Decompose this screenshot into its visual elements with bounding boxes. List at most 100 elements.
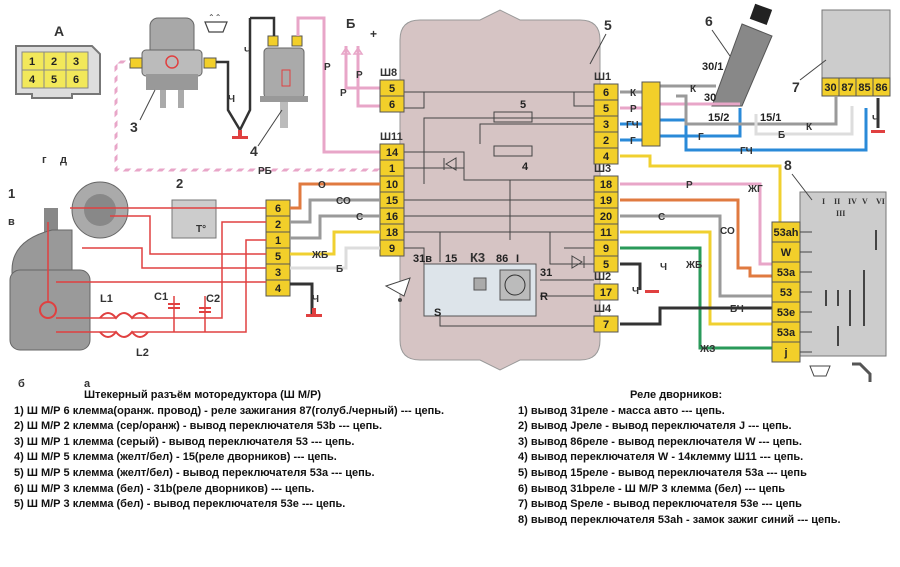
- switch8-pin-label: 53ah: [773, 227, 798, 239]
- block-pin-label: 9: [603, 243, 609, 255]
- lever-icon: [852, 362, 872, 382]
- motor-connector-pin-label: 3: [275, 267, 281, 279]
- switch8-pin-label: 53a: [777, 327, 796, 339]
- windshield-washer-icon: ⌃⌃: [204, 13, 228, 33]
- connector-block-sh4: Ш47: [593, 303, 619, 333]
- relay-pin-label: 15: [445, 253, 457, 265]
- wire-label: ЖБ: [311, 250, 328, 261]
- notes-right-title: Реле дворников:: [630, 389, 723, 401]
- wire-label: Р: [686, 180, 693, 191]
- relay-pin-label: 31: [540, 267, 552, 279]
- block-pin: [593, 147, 619, 165]
- wire-label: СО: [720, 226, 735, 237]
- wire-label: Ч: [632, 286, 639, 297]
- block-pin-label: 3: [603, 119, 609, 131]
- thermal-switch-label: 2: [176, 176, 183, 191]
- wire-label: Б: [778, 130, 785, 141]
- ignition-pin-label: 30/1: [702, 61, 723, 73]
- relay-name: К3: [470, 250, 485, 265]
- wire-label: К: [806, 122, 813, 133]
- block-pin-label: 16: [386, 211, 398, 223]
- note-item: 5) Ш М/Р 5 клемма (желт/бел) - вывод пер…: [14, 466, 375, 479]
- inductor-label: L2: [136, 347, 149, 359]
- note-item: 7) вывод Sреле - вывод переключателя 53е…: [518, 498, 802, 511]
- block-pin-label: 2: [603, 135, 609, 147]
- block-pin-label: 19: [600, 195, 612, 207]
- wire-label: С: [658, 212, 665, 223]
- wire-label: Г: [630, 136, 636, 147]
- note-item: 8) вывод переключателя 53ah - замок зажи…: [518, 513, 841, 526]
- wire-label: Р: [340, 88, 347, 99]
- block-name: Ш8: [380, 67, 397, 79]
- fuse-label: 4: [522, 161, 529, 173]
- note-item: 3) вывод 86реле - вывод переключателя W …: [518, 435, 802, 448]
- connector-a-pins: 1 2 3 4 5 6: [21, 51, 89, 89]
- block-pin-label: 18: [600, 179, 612, 191]
- relay7-pin-label: 30: [824, 82, 836, 94]
- switch8-pin-label: W: [781, 247, 792, 259]
- motor-connector-pin: [265, 279, 291, 297]
- wire-label: С: [356, 212, 363, 223]
- ignition-switch-label: 6: [705, 13, 713, 29]
- block-pin-label: 4: [603, 151, 610, 163]
- wiper-icon: [384, 277, 411, 302]
- block-pin-label: 5: [389, 83, 395, 95]
- note-item: 2) вывод Jреле - вывод переключателя J -…: [518, 420, 792, 433]
- switch8-pin-label: j: [783, 347, 787, 359]
- block-pin-label: 7: [603, 319, 609, 331]
- ignition-switch: 6 30/1 30 15/2 15/1: [702, 3, 781, 124]
- switch8-position-label: I: [822, 197, 825, 206]
- note-item: 4) Ш М/Р 5 клемма (желт/бел) - 15(реле д…: [14, 451, 337, 464]
- block-pin-label: 5: [603, 259, 609, 271]
- motor-part-label: в: [8, 216, 15, 228]
- block-pin-label: 20: [600, 211, 612, 223]
- wire-label: ГЧ: [740, 146, 753, 157]
- block-pin-label: 18: [386, 227, 398, 239]
- pink-wires: [114, 16, 380, 172]
- motor-connector-pin-label: 4: [275, 283, 282, 295]
- block-pin-label: 9: [389, 243, 395, 255]
- pin-label: 5: [51, 74, 57, 86]
- block-pin: [379, 95, 405, 113]
- switch8-position-label: V: [862, 197, 868, 206]
- notes-left-title: Штекерный разъём моторедуктора (Ш М/Р): [84, 389, 322, 401]
- wire-label: Р: [356, 70, 363, 81]
- pin-label: 2: [51, 56, 57, 68]
- switch8-pin-label: 53a: [777, 267, 796, 279]
- relay7-pin-label: 87: [841, 82, 853, 94]
- wire-label: СО: [336, 196, 351, 207]
- mounting-block: 5 5 4 К3 31в: [384, 9, 612, 371]
- mounting-block-label: 5: [604, 17, 612, 33]
- block-pin-label: 17: [600, 287, 612, 299]
- motor-connector-pin-label: 6: [275, 203, 281, 215]
- rear-washer-pump: 4: [250, 35, 308, 159]
- wire-label: Б: [336, 264, 343, 275]
- wire-label: БЧ: [730, 304, 744, 315]
- switch8-position-label: II: [834, 197, 840, 206]
- block-name: Ш11: [380, 131, 403, 143]
- note-item: 5) Ш М/Р 3 клемма (бел) - вывод переключ…: [14, 498, 346, 511]
- pin-label: 3: [73, 56, 79, 68]
- relay-pin-label: R: [540, 291, 548, 303]
- motor-internal-wiring: [47, 207, 266, 333]
- note-item: 2) Ш М/Р 2 клемма (сер/оранж) - вывод пе…: [14, 420, 383, 433]
- block-pin-label: 11: [600, 227, 612, 239]
- relay7-pin-label: 86: [875, 82, 887, 94]
- connector-6-way: [641, 81, 661, 147]
- wire-label: Р: [324, 62, 331, 73]
- block-pin: [593, 315, 619, 333]
- note-item: 6) вывод 31bреле - Ш М/Р 3 клемма (бел) …: [518, 482, 786, 495]
- note-item: 1) Ш М/Р 6 клемма(оранж. провод) - реле …: [14, 404, 445, 417]
- motor-connector-pin-label: 2: [275, 219, 281, 231]
- wire-label: Ч: [244, 46, 251, 57]
- wiper-motor: 1 г д в б а: [8, 154, 129, 390]
- block-pin-label: 6: [603, 87, 609, 99]
- block-pin-label: 5: [603, 103, 609, 115]
- filter-coils: L1 L2 C1 C2: [99, 291, 220, 359]
- note-item: 6) Ш М/Р 3 клемма (бел) - 31b(реле дворн…: [14, 482, 315, 495]
- wire-label: Ч: [660, 262, 667, 273]
- washer-pump: 3: [129, 17, 217, 135]
